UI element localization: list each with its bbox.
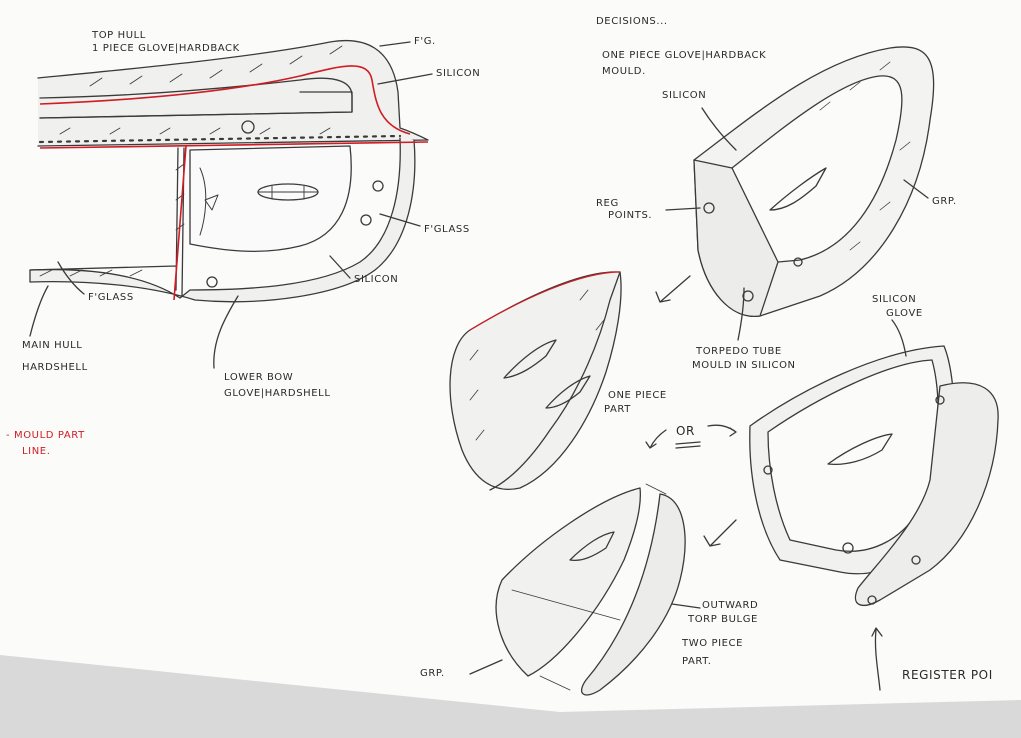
label-mould-in-silicon: MOULD IN SILICON: [692, 360, 796, 371]
label-decisions: DECISIONS...: [596, 16, 668, 27]
part-line-horizontal: [40, 142, 428, 148]
label-glove-hardback: 1 PIECE GLOVE|HARDBACK: [92, 43, 240, 54]
or-underline: [676, 442, 700, 448]
lower-bow-outer: [30, 138, 415, 302]
leader-fglass-right: [380, 214, 420, 226]
u-reg-3: [794, 258, 802, 266]
label-silicon: SILICON: [662, 90, 707, 101]
label-torp-bulge: TORP BULGE: [688, 614, 758, 625]
red-part-lines: [40, 66, 620, 330]
part-line-vertical: [174, 146, 186, 300]
label-mould: MOULD.: [602, 66, 646, 77]
label-silicon-right: SILICON: [354, 274, 399, 285]
label-or: OR: [676, 424, 695, 438]
torpedo-left-detail: [258, 186, 318, 198]
two-piece-dims: [512, 484, 666, 690]
label-mould-part-line: - MOULD PART: [6, 430, 85, 441]
two-piece-shell: [582, 494, 685, 695]
arrow-two-piece: [704, 520, 736, 546]
label-top-hull: TOP HULL: [92, 30, 146, 41]
leader-register: [872, 628, 882, 690]
label-main-hull: MAIN HULL: [22, 340, 83, 351]
top-hull-outer: [38, 41, 428, 146]
one-piece-rim: [490, 272, 620, 490]
u-mould-hatch: [820, 62, 910, 250]
one-piece-torpedo-1: [504, 340, 556, 378]
u-reg-2: [743, 291, 753, 301]
label-line: LINE.: [22, 446, 51, 457]
top-hull-inner: [40, 78, 352, 118]
label-silicon-top: SILICON: [436, 68, 481, 79]
reg-point-4: [207, 277, 217, 287]
label-register-points: REGISTER POI: [902, 668, 993, 682]
label-two-piece-part: PART.: [682, 656, 712, 667]
leader-silicon-glove: [892, 320, 906, 356]
part-line-top: [40, 66, 410, 134]
g-reg-5: [912, 556, 920, 564]
two-piece-glove-shell: [855, 383, 998, 606]
leader-silicon-top: [378, 74, 432, 84]
hardback-plate: [40, 92, 352, 118]
leader-outward: [672, 604, 700, 608]
inner-recess: [200, 168, 218, 235]
label-part: PART: [604, 404, 631, 415]
reg-point-1: [242, 121, 254, 133]
label-torpedo-tube: TORPEDO TUBE: [696, 346, 782, 357]
dashed-line-top: [40, 136, 400, 142]
reg-point-2: [373, 181, 383, 191]
label-reg: REG: [596, 198, 619, 209]
or-arrow-right: [708, 425, 736, 436]
or-arrow-left: [646, 430, 666, 448]
leader-silicon-u: [702, 108, 736, 150]
leader-lower-bow: [214, 296, 238, 368]
label-fglass-bottom: F'GLASS: [88, 292, 134, 303]
u-mould-front-face: [694, 160, 778, 316]
g-reg-4: [868, 596, 876, 604]
label-lower-bow: LOWER BOW: [224, 372, 294, 383]
u-mould-torpedo: [770, 168, 826, 210]
u-reg-1: [704, 203, 714, 213]
leader-main-hull: [30, 286, 48, 336]
label-fglass-right: F'GLASS: [424, 224, 470, 235]
main-hull-hatch: [40, 164, 184, 276]
label-grp-bottom: GRP.: [420, 668, 445, 679]
leader-fglass-bottom: [58, 262, 84, 294]
ink-layer: [30, 41, 998, 695]
label-one-piece-part: ONE PIECE: [608, 390, 667, 401]
one-piece-hatch: [470, 290, 604, 440]
label-silicon-glove: SILICON: [872, 294, 917, 305]
label-glove: GLOVE: [886, 308, 923, 319]
label-outward: OUTWARD: [702, 600, 759, 611]
g-reg-3: [843, 543, 853, 553]
part-line-one-piece: [470, 272, 620, 330]
leader-silicon-right: [330, 256, 350, 278]
label-fg-top: F'G.: [414, 36, 436, 47]
arrow-one-piece: [656, 276, 690, 302]
g-reg-1: [764, 466, 772, 474]
reg-point-3: [361, 215, 371, 225]
label-grp-top: GRP.: [932, 196, 957, 207]
label-glove-hardshell: GLOVE|HARDSHELL: [224, 388, 331, 399]
label-two-piece: TWO PIECE: [682, 638, 744, 649]
two-piece-torpedo: [570, 532, 614, 560]
hull-texture: [60, 46, 342, 134]
leader-reg-points: [666, 208, 700, 210]
label-one-piece-mould: ONE PIECE GLOVE|HARDBACK: [602, 50, 767, 61]
one-piece-torpedo-2: [546, 376, 590, 408]
g-reg-2: [936, 396, 944, 404]
leader-grp-top: [904, 180, 928, 198]
leader-grp-bottom: [470, 660, 502, 674]
leader-fg: [380, 42, 410, 46]
label-points: POINTS.: [608, 210, 653, 221]
two-piece-glove-torpedo: [828, 434, 892, 464]
leader-torpedo: [738, 288, 744, 340]
label-hardshell: HARDSHELL: [22, 362, 88, 373]
